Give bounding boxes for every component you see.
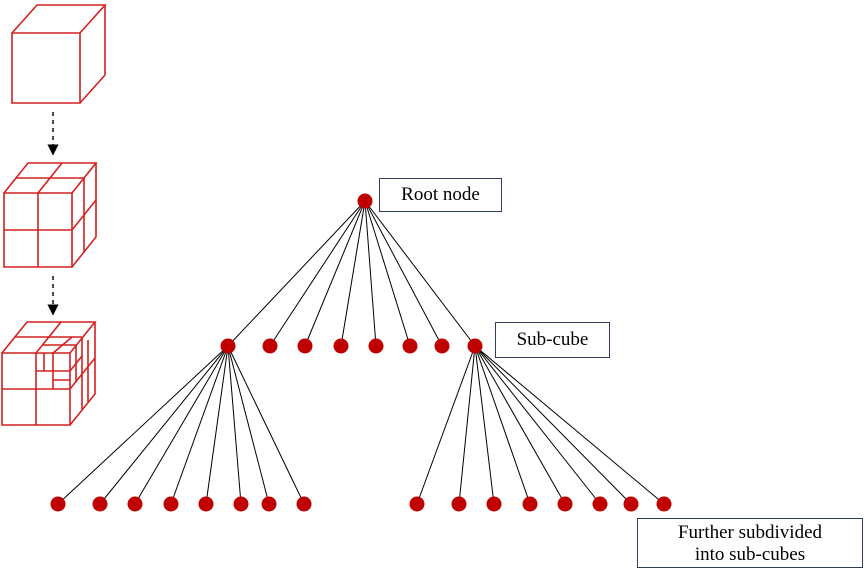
cube-level-2 bbox=[1, 321, 97, 426]
sub-cube-node bbox=[333, 338, 349, 354]
further-label-line-2: into sub-cubes bbox=[694, 544, 806, 565]
leaf-node bbox=[163, 496, 179, 512]
tree-edges bbox=[57, 200, 665, 505]
leaf-node bbox=[261, 496, 277, 512]
sub-cube-label: Sub-cube bbox=[495, 322, 610, 358]
sub-cube-child-edge bbox=[416, 345, 476, 505]
sub-cube-child-edge bbox=[227, 345, 305, 505]
leaf-node bbox=[592, 496, 608, 512]
leaf-node bbox=[451, 496, 467, 512]
root-child-edge bbox=[269, 200, 366, 347]
sub-cube-child-edge bbox=[474, 345, 632, 505]
sub-cube-node bbox=[297, 338, 313, 354]
sub-cube-child-edge bbox=[474, 345, 601, 505]
leaf-node bbox=[198, 496, 214, 512]
leaf-node bbox=[127, 496, 143, 512]
root-child-edge bbox=[227, 200, 366, 347]
sub-cube-child-edge bbox=[474, 345, 495, 505]
sub-cube-child-edge bbox=[474, 345, 566, 505]
sub-cube-node bbox=[467, 338, 483, 354]
leaf-node bbox=[50, 496, 66, 512]
sub-cube-node bbox=[402, 338, 418, 354]
root-node-label: Root node bbox=[379, 178, 502, 212]
sub-cube-node bbox=[220, 338, 236, 354]
sub-cube-child-edge bbox=[170, 345, 229, 505]
sub-cube-node bbox=[368, 338, 384, 354]
root-node bbox=[357, 193, 373, 209]
root-child-edge bbox=[364, 200, 443, 347]
sub-cube-node bbox=[434, 338, 450, 354]
leaf-node bbox=[557, 496, 573, 512]
sub-cube-child-edge bbox=[205, 345, 229, 505]
sub-cube-child-edge bbox=[474, 345, 531, 505]
leaf-node bbox=[233, 496, 249, 512]
root-child-edge bbox=[304, 200, 366, 347]
further-label-line-1: Further subdivided bbox=[677, 522, 823, 543]
further-subdivided-label: Further subdivided into sub-cubes bbox=[637, 518, 863, 568]
leaf-node bbox=[296, 496, 312, 512]
sub-cube-child-edge bbox=[227, 345, 270, 505]
root-child-edge bbox=[364, 200, 476, 347]
leaf-node bbox=[409, 496, 425, 512]
leaf-node bbox=[486, 496, 502, 512]
sub-cube-child-edge bbox=[99, 345, 229, 505]
sub-cube-child-edge bbox=[474, 345, 665, 505]
cube-level-0 bbox=[11, 4, 107, 104]
sub-cube-child-edge bbox=[227, 345, 242, 505]
cube-level-1 bbox=[3, 162, 98, 268]
leaf-node bbox=[522, 496, 538, 512]
sub-cube-node bbox=[262, 338, 278, 354]
tree-nodes bbox=[50, 193, 672, 512]
root-child-edge bbox=[340, 200, 366, 347]
leaf-node bbox=[92, 496, 108, 512]
sub-cube-child-edge bbox=[458, 345, 476, 505]
leaf-node bbox=[623, 496, 639, 512]
root-child-edge bbox=[364, 200, 411, 347]
leaf-node bbox=[656, 496, 672, 512]
sub-cube-child-edge bbox=[134, 345, 229, 505]
sub-cube-child-edge bbox=[57, 345, 229, 505]
root-child-edge bbox=[364, 200, 377, 347]
